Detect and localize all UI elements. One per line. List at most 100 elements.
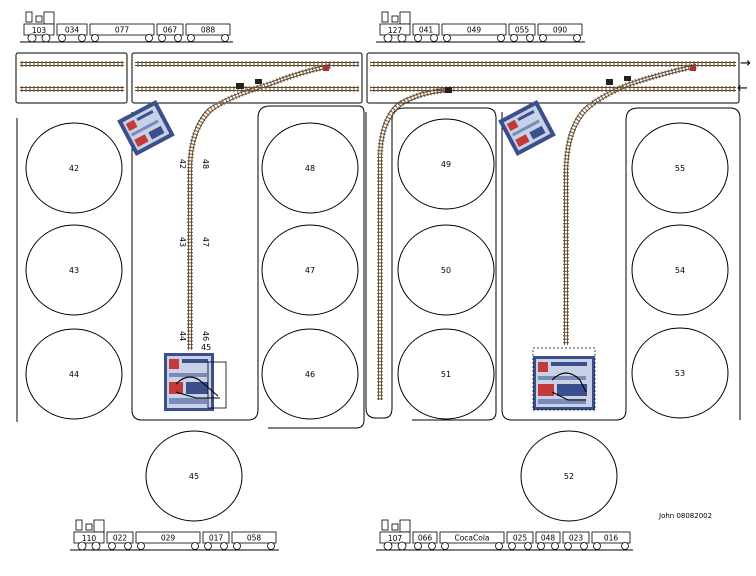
- locomotive-icon: 127: [379, 11, 411, 43]
- tank-label: 43: [69, 266, 79, 275]
- train-car: 049: [441, 23, 507, 42]
- locomotive-icon: 103: [23, 11, 55, 43]
- car-label: 048: [541, 534, 556, 543]
- tank-outline: [25, 224, 123, 316]
- car-label: 066: [418, 534, 433, 543]
- car-label: 025: [513, 534, 528, 543]
- train-car: 058: [231, 531, 277, 550]
- locomotive-icon: [445, 87, 452, 93]
- control-panel-icon: [117, 100, 175, 156]
- control-panel-icon: [498, 100, 556, 156]
- car-label: 058: [247, 534, 262, 543]
- left-spur-rail-b: [191, 67, 331, 350]
- spur-label: 47: [201, 237, 210, 247]
- arrow-left-icon: ←: [737, 81, 748, 96]
- spur-label: 45: [201, 343, 211, 352]
- train-car: 022: [106, 531, 134, 550]
- car-label: 088: [201, 26, 216, 35]
- spur-label: 44: [178, 331, 187, 341]
- tank-outline: [631, 122, 729, 214]
- train-car: 090: [537, 23, 583, 42]
- train: 103 034 077 067 088: [20, 11, 233, 43]
- tank-outline: [520, 430, 618, 522]
- tank-outline: [25, 122, 123, 214]
- track-right-main-bottom: [370, 86, 736, 92]
- tank-outline: [145, 430, 243, 522]
- train-car: 088: [185, 23, 231, 42]
- spur-label: 46: [201, 331, 210, 341]
- car-label: 127: [388, 26, 403, 35]
- tank: 51: [397, 328, 495, 420]
- train-car: 034: [56, 23, 88, 42]
- tank: 46: [261, 328, 359, 420]
- track-left-siding-bottom: [20, 86, 124, 92]
- car-label: 077: [115, 26, 130, 35]
- car-label: 017: [209, 534, 224, 543]
- right-spur-rail-a: [564, 64, 697, 345]
- arrow-right-icon: →: [740, 56, 751, 71]
- track-locomotives: [236, 66, 696, 93]
- train-car: 055: [508, 23, 536, 42]
- tank-outline: [261, 122, 359, 214]
- car-label: 049: [467, 26, 482, 35]
- car-label: 110: [82, 534, 97, 543]
- spur-label: 42: [178, 159, 187, 169]
- train-car: 048: [535, 531, 561, 550]
- tank-outline: [261, 224, 359, 316]
- car-label: 034: [65, 26, 80, 35]
- left-spur-rail-a: [188, 64, 331, 350]
- train-car: 016: [591, 531, 631, 550]
- tank: 50: [397, 224, 495, 316]
- train-car: 025: [506, 531, 534, 550]
- locomotive-icon: [624, 76, 631, 81]
- tank-label: 52: [564, 472, 574, 481]
- train-car: 017: [202, 531, 230, 550]
- right-left-spur-rail-a: [378, 88, 449, 400]
- left-main-strip: [131, 52, 363, 104]
- car-label: 090: [553, 26, 568, 35]
- track-right-main-top: [370, 61, 736, 67]
- train-car: 066: [412, 531, 438, 550]
- spur-label: 48: [201, 159, 210, 169]
- tank-label: 42: [69, 164, 79, 173]
- train: 110 022 029 017 058: [70, 519, 279, 551]
- tank-label: 47: [305, 266, 315, 275]
- car-label: 029: [161, 534, 176, 543]
- right-spur-rail-b: [567, 67, 697, 345]
- tank-label: 55: [675, 164, 685, 173]
- tank-label: 54: [675, 266, 685, 275]
- tank: 47: [261, 224, 359, 316]
- yard-outlines: [15, 52, 741, 429]
- tank-label: 53: [675, 369, 685, 378]
- left-spur-ties: [187, 63, 331, 350]
- main-tracks: [20, 61, 736, 92]
- tank: 54: [631, 224, 729, 316]
- tank-outline: [261, 328, 359, 420]
- train-car: 029: [135, 531, 201, 550]
- train-car: CocaCola: [439, 531, 505, 550]
- car-label: 023: [569, 534, 584, 543]
- right-main-strip: [366, 52, 740, 104]
- track-left-main-top: [135, 61, 359, 67]
- car-label: 067: [163, 26, 178, 35]
- train-car: 023: [562, 531, 590, 550]
- tank-label: 51: [441, 370, 451, 379]
- car-label: 016: [604, 534, 619, 543]
- tank-outline: [25, 328, 123, 420]
- left-siding-strip: [15, 52, 128, 104]
- tank: 42: [25, 122, 123, 214]
- tank-label: 44: [69, 370, 79, 379]
- tank-outline: [631, 224, 729, 316]
- left-island-outline: [131, 105, 365, 429]
- train-car: 067: [156, 23, 184, 42]
- locomotive-icon: [323, 66, 329, 71]
- tank: 53: [631, 327, 729, 419]
- car-label: 022: [113, 534, 128, 543]
- control-panels: [117, 100, 596, 411]
- tank-label: 48: [305, 164, 315, 173]
- car-label: CocaCola: [454, 534, 489, 543]
- spur-tracks: [187, 63, 697, 400]
- right-island-outline: [501, 107, 741, 421]
